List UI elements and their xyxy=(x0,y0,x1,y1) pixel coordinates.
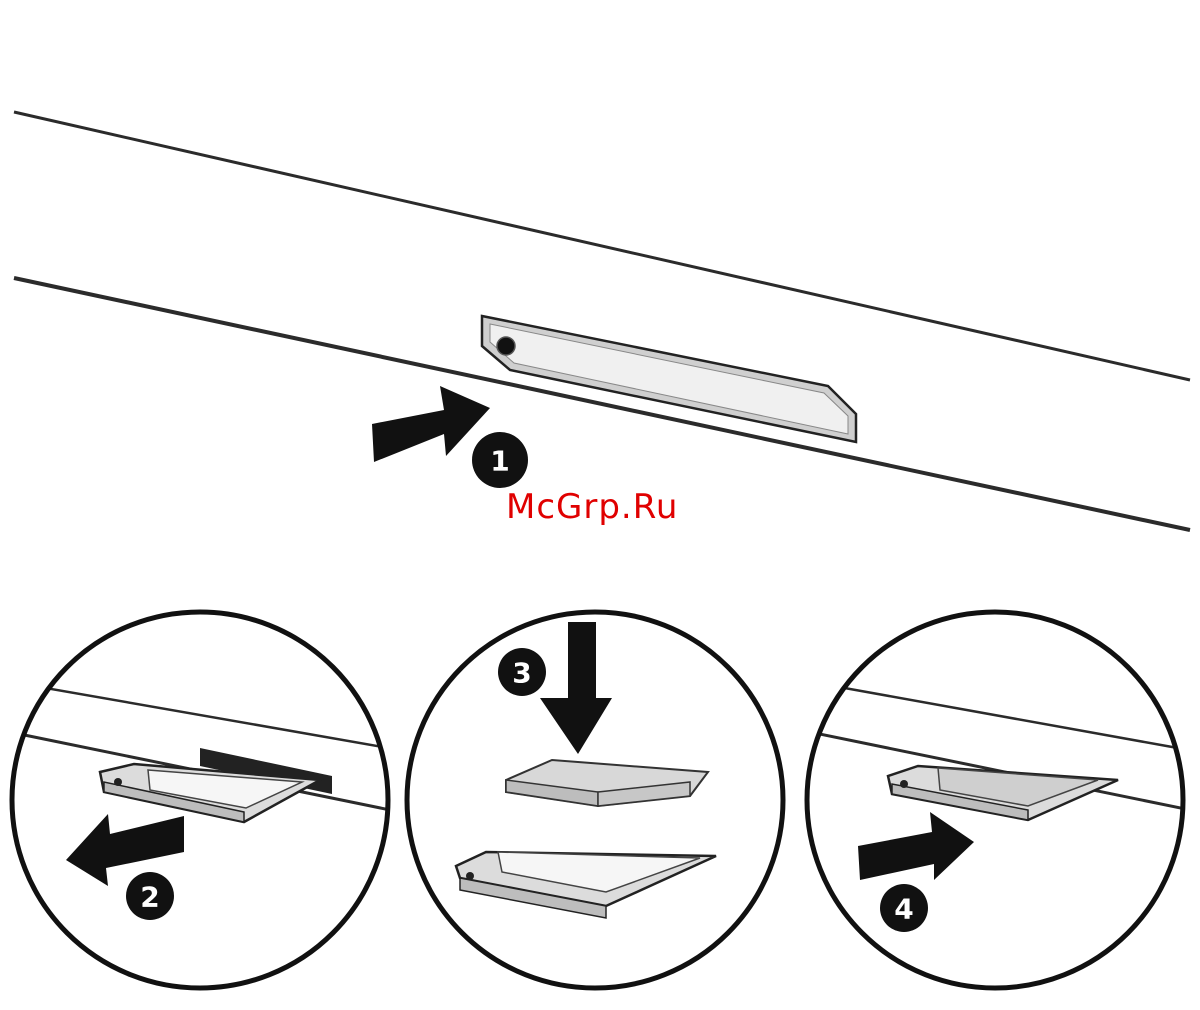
sim-tray-with-card xyxy=(888,766,1118,820)
step-badge-3: 3 xyxy=(498,648,546,696)
push-arrow-icon xyxy=(858,812,974,880)
sim-tray-cover xyxy=(482,316,856,442)
step-number-4: 4 xyxy=(894,893,913,926)
sim-card xyxy=(506,760,708,806)
step-badge-2: 2 xyxy=(126,872,174,920)
pull-arrow-icon xyxy=(66,814,184,886)
detail-circle-insert-sim: 3 xyxy=(407,612,783,988)
step-number-2: 2 xyxy=(140,881,159,914)
sim-tray xyxy=(456,852,716,918)
step-number-1: 1 xyxy=(490,445,509,478)
detail-circle-reinsert-tray: 4 xyxy=(800,612,1200,988)
push-arrow-icon xyxy=(372,386,490,462)
down-arrow-icon xyxy=(540,622,612,754)
step-number-3: 3 xyxy=(512,657,531,690)
device-edge-illustration: 1 McGrp.Ru xyxy=(14,112,1190,530)
step-badge-1: 1 xyxy=(472,432,528,488)
eject-hole-icon xyxy=(497,337,515,355)
watermark-text: McGrp.Ru xyxy=(506,487,678,527)
detail-circle-remove-tray: 2 xyxy=(0,612,400,988)
step-badge-4: 4 xyxy=(880,884,928,932)
